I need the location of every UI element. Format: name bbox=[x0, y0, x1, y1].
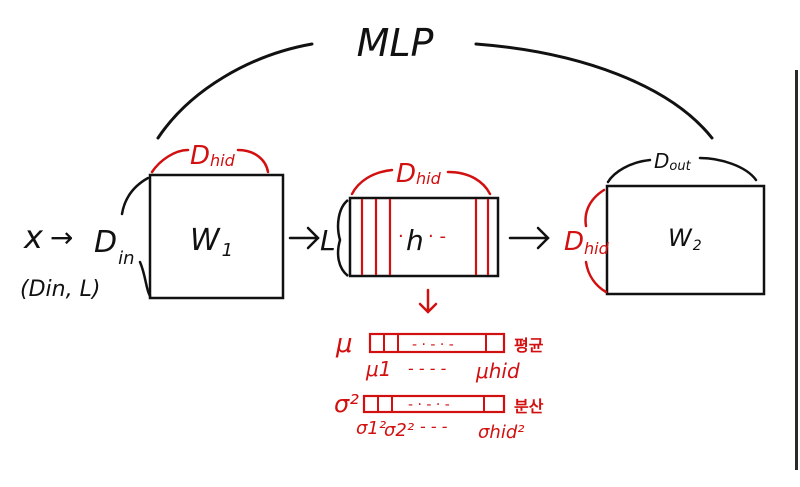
w1-top-dim: Dhid bbox=[190, 141, 236, 171]
w2-label: W2 bbox=[668, 224, 702, 254]
w2-left-brace bbox=[584, 188, 608, 294]
between-label-l: L bbox=[320, 224, 336, 257]
input-arrow: → bbox=[50, 221, 73, 254]
h-dots-left: · bbox=[398, 226, 404, 247]
variance-vector-box bbox=[362, 394, 506, 414]
down-arrow bbox=[418, 288, 438, 314]
variance-symbol: σ² bbox=[334, 390, 359, 418]
h-top-dim: Dhid bbox=[396, 159, 442, 189]
h-left-brace bbox=[336, 199, 349, 277]
mlp-arc-left bbox=[156, 42, 314, 140]
input-shape: (Din, L) bbox=[20, 277, 100, 302]
mlp-arc-right bbox=[474, 42, 714, 140]
w1-top-brace bbox=[150, 148, 270, 174]
variance-korean-label: 분산 bbox=[514, 397, 544, 416]
mlp-title: MLP bbox=[357, 21, 434, 65]
mean-symbol: μ bbox=[335, 329, 353, 359]
variance-item-second: σ2² bbox=[384, 420, 414, 441]
w2-top-brace bbox=[606, 156, 758, 184]
h-label: h bbox=[406, 224, 424, 257]
mean-item-last: μhid bbox=[475, 359, 520, 383]
mean-item-dots: - - - - bbox=[408, 359, 446, 378]
h-box bbox=[348, 196, 500, 278]
w2-box bbox=[605, 184, 766, 296]
mean-vector-box bbox=[368, 332, 506, 354]
w1-left-brace bbox=[120, 176, 152, 298]
scrollbar-thumb[interactable] bbox=[795, 70, 798, 470]
w2-left-dim: Dhid bbox=[564, 227, 610, 258]
mean-korean-label: 평균 bbox=[514, 336, 544, 355]
variance-item-last: σhid² bbox=[478, 422, 524, 443]
mean-item-first: μ1 bbox=[365, 357, 391, 381]
input-x: x bbox=[23, 218, 44, 256]
w1-box bbox=[148, 173, 285, 300]
arrow-h-to-w2 bbox=[508, 226, 550, 250]
w2-top-dim: Dout bbox=[654, 149, 692, 174]
arrow-w1-to-h bbox=[288, 226, 320, 250]
h-top-brace bbox=[350, 168, 492, 196]
input-dim: Din bbox=[94, 225, 135, 269]
variance-item-first: σ1² bbox=[356, 418, 386, 439]
variance-item-dots: - - - bbox=[420, 417, 448, 436]
variance-vector-dots: - · - · - bbox=[408, 397, 450, 413]
mean-vector-dots: - · - · - bbox=[412, 337, 454, 353]
h-dots-right: · - bbox=[428, 226, 446, 247]
